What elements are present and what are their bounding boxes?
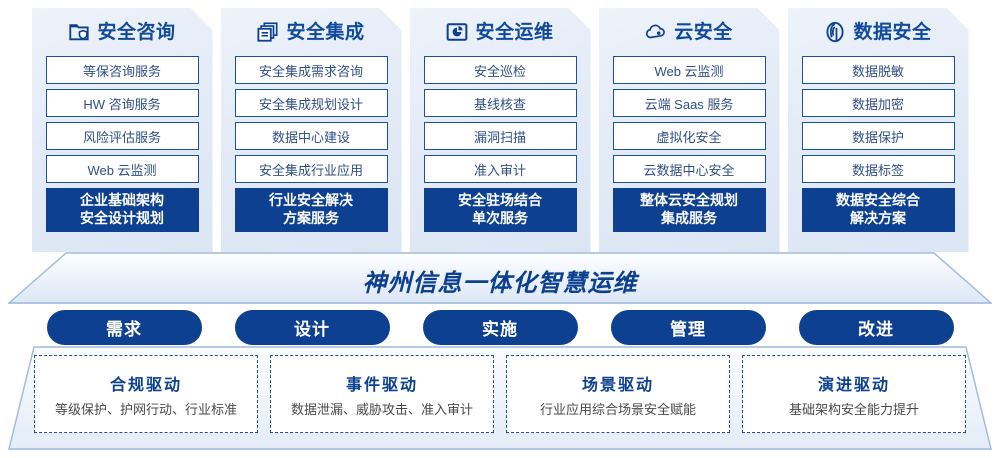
fingerprint-icon <box>824 21 846 43</box>
pillar-highlight-line: 安全驻场结合 <box>458 192 542 209</box>
service-item[interactable]: 准入审计 <box>424 155 577 183</box>
driver-box[interactable]: 合规驱动等级保护、护网行动、行业标准 <box>34 355 258 433</box>
pillar-highlight-line: 数据安全综合 <box>836 192 920 209</box>
service-item[interactable]: 安全集成规划设计 <box>235 89 388 117</box>
integration-banner: 神州信息一体化智慧运维 <box>8 252 992 304</box>
pillar-highlight[interactable]: 企业基础架构安全设计规划 <box>46 188 199 232</box>
service-item[interactable]: 风险评估服务 <box>46 122 199 150</box>
pillar-highlight-line: 集成服务 <box>661 210 717 226</box>
driver-title: 事件驱动 <box>345 376 418 394</box>
lifecycle-pill[interactable]: 需求 <box>46 310 202 345</box>
driver-title: 演进驱动 <box>817 376 890 394</box>
service-item[interactable]: 数据脱敏 <box>802 56 955 84</box>
pillar-title: 安全咨询 <box>97 21 176 43</box>
lifecycle-pill[interactable]: 实施 <box>422 310 578 345</box>
driver-box[interactable]: 事件驱动数据泄漏、威胁攻击、准入审计 <box>270 355 494 433</box>
driver-title: 合规驱动 <box>109 376 182 394</box>
pillar-columns: 安全咨询等保咨询服务 HW 咨询服务风险评估服务 Web 云监测企业基础架构安全设计… <box>0 8 1000 256</box>
banner-title: 神州信息一体化智慧运维 <box>362 269 638 297</box>
pillar-highlight[interactable]: 整体云安全规划集成服务 <box>613 188 766 232</box>
folder-shield-icon <box>68 21 90 43</box>
lifecycle-pill[interactable]: 改进 <box>798 310 954 345</box>
service-item[interactable]: Web 云监测 <box>46 155 199 183</box>
pillar-highlight[interactable]: 数据安全综合解决方案 <box>802 188 955 232</box>
driver-subtitle: 数据泄漏、威胁攻击、准入审计 <box>290 401 473 417</box>
service-item[interactable]: 云数据中心安全 <box>613 155 766 183</box>
pillar-header: 安全运维 <box>424 8 577 56</box>
pillar-header: 云安全 <box>613 8 766 56</box>
service-item[interactable]: 安全集成行业应用 <box>235 155 388 183</box>
service-item[interactable]: 等保咨询服务 <box>46 56 199 84</box>
pillar-highlight-line: 单次服务 <box>472 210 528 226</box>
service-item[interactable]: 数据保护 <box>802 122 955 150</box>
service-item[interactable]: 安全集成需求咨询 <box>235 56 388 84</box>
pillar-highlight-line: 解决方案 <box>850 210 906 226</box>
pillar-column: 安全咨询等保咨询服务 HW 咨询服务风险评估服务 Web 云监测企业基础架构安全设计… <box>32 8 213 252</box>
pillar-column: 云安全 Web 云监测云端 Saas 服务虚拟化安全云数据中心安全整体云安全规划集… <box>599 8 780 252</box>
driver-subtitle: 行业应用综合场景安全赋能 <box>539 401 696 417</box>
service-item[interactable]: 虚拟化安全 <box>613 122 766 150</box>
pillar-column: 安全运维安全巡检基线核查漏洞扫描准入审计安全驻场结合单次服务 <box>410 8 591 252</box>
pillar-title: 数据安全 <box>853 21 932 43</box>
pillar-column: 数据安全数据脱敏数据加密数据保护数据标签数据安全综合解决方案 <box>788 8 969 252</box>
pillar-highlight-line: 整体云安全规划 <box>640 192 738 209</box>
driver-subtitle: 基础架构安全能力提升 <box>788 401 919 417</box>
driver-box[interactable]: 场景驱动行业应用综合场景安全赋能 <box>506 355 730 433</box>
pillar-header: 安全咨询 <box>46 8 199 56</box>
pillar-title: 云安全 <box>674 21 733 43</box>
driver-subtitle: 等级保护、护网行动、行业标准 <box>54 401 237 417</box>
pillar-highlight-line: 企业基础架构 <box>80 192 164 209</box>
lifecycle-pill[interactable]: 设计 <box>234 310 390 345</box>
service-item[interactable]: 云端 Saas 服务 <box>613 89 766 117</box>
lifecycle-pills: 需求设计实施管理改进 <box>0 310 1000 346</box>
driver-boxes: 合规驱动等级保护、护网行动、行业标准事件驱动数据泄漏、威胁攻击、准入审计场景驱动… <box>0 355 1000 443</box>
pillar-column: 安全集成安全集成需求咨询安全集成规划设计数据中心建设安全集成行业应用行业安全解决… <box>221 8 402 252</box>
pillar-highlight[interactable]: 行业安全解决方案服务 <box>235 188 388 232</box>
pillar-highlight[interactable]: 安全驻场结合单次服务 <box>424 188 577 232</box>
pillar-highlight-line: 方案服务 <box>283 210 339 226</box>
driver-box[interactable]: 演进驱动基础架构安全能力提升 <box>742 355 966 433</box>
service-item[interactable]: HW 咨询服务 <box>46 89 199 117</box>
pillar-highlight-line: 安全设计规划 <box>80 210 164 226</box>
pillar-header: 数据安全 <box>802 8 955 56</box>
pillar-highlight-line: 行业安全解决 <box>269 192 353 209</box>
service-item[interactable]: Web 云监测 <box>613 56 766 84</box>
driver-title: 场景驱动 <box>581 376 654 394</box>
cloud-icon <box>645 21 667 43</box>
pillar-title: 安全运维 <box>475 21 554 43</box>
service-item[interactable]: 数据加密 <box>802 89 955 117</box>
service-item[interactable]: 基线核查 <box>424 89 577 117</box>
pillar-header: 安全集成 <box>235 8 388 56</box>
monitor-chart-icon <box>446 21 468 43</box>
stacked-windows-icon <box>257 21 279 43</box>
lifecycle-pill[interactable]: 管理 <box>610 310 766 345</box>
pillar-title: 安全集成 <box>286 21 365 43</box>
service-item[interactable]: 安全巡检 <box>424 56 577 84</box>
service-item[interactable]: 数据标签 <box>802 155 955 183</box>
service-item[interactable]: 漏洞扫描 <box>424 122 577 150</box>
service-item[interactable]: 数据中心建设 <box>235 122 388 150</box>
